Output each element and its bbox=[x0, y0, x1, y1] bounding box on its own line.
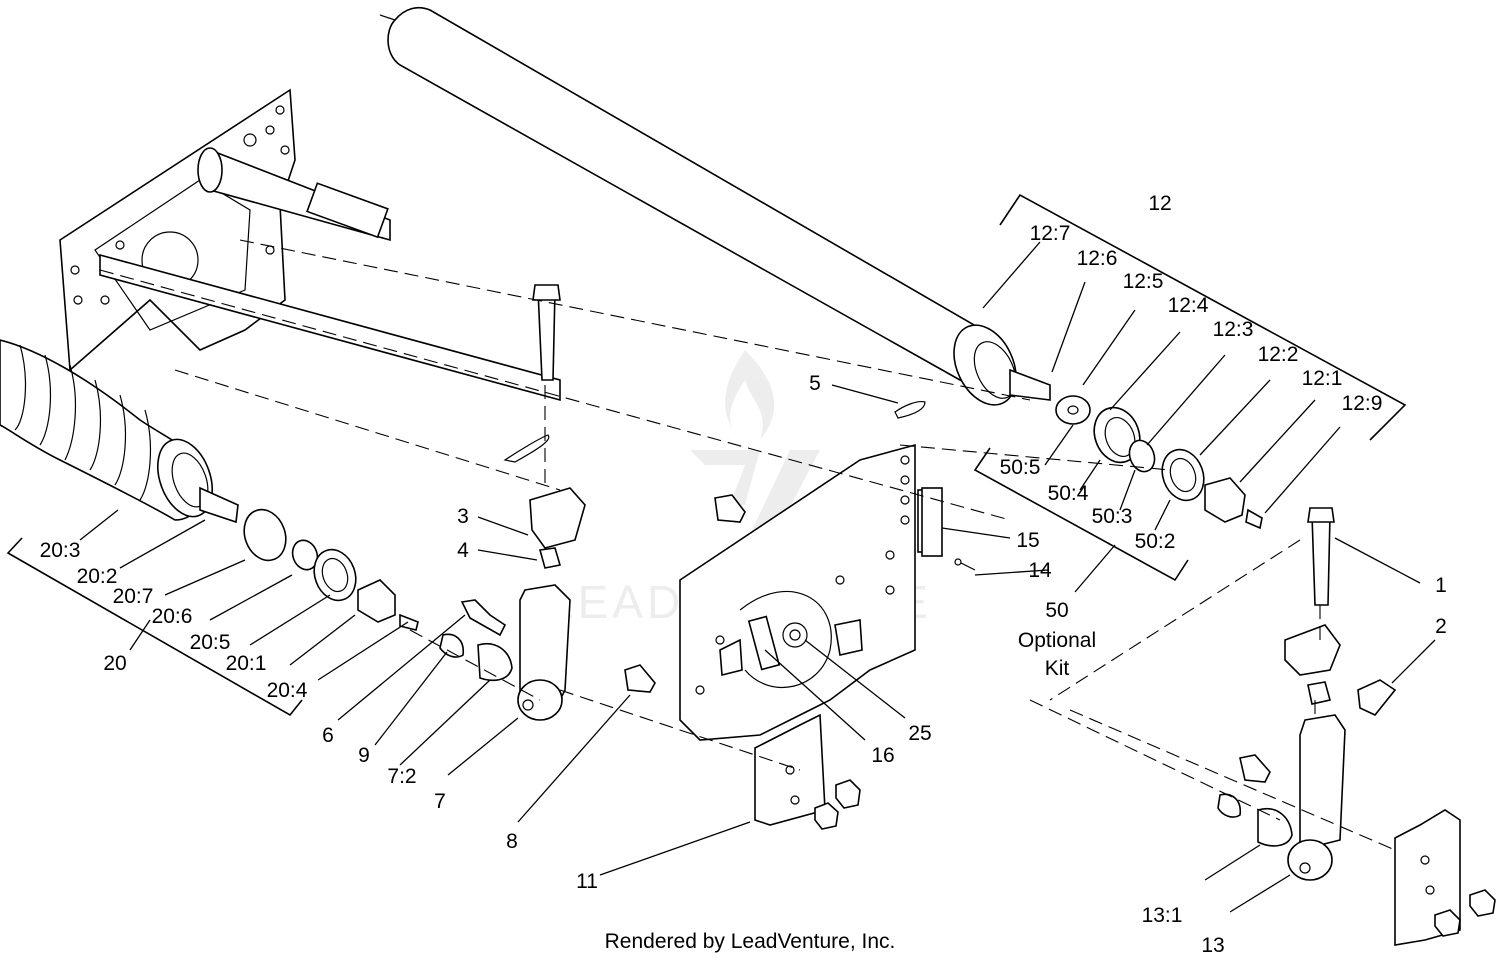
kit-12-bracket bbox=[999, 193, 1407, 441]
bolt-8 bbox=[624, 664, 656, 693]
hair-pin-5 bbox=[503, 400, 926, 463]
label-50-2: 50:2 bbox=[1135, 530, 1176, 553]
label-20-6: 20:6 bbox=[152, 605, 193, 628]
label-4: 4 bbox=[457, 539, 469, 562]
grease-fitting-20-4 bbox=[399, 613, 419, 631]
label-9: 9 bbox=[358, 744, 370, 767]
block-3-right bbox=[1284, 624, 1341, 676]
block-3 bbox=[529, 487, 586, 549]
label-6: 6 bbox=[322, 724, 334, 747]
label-13: 13 bbox=[1201, 934, 1224, 957]
label-50-3: 50:3 bbox=[1092, 505, 1133, 528]
left-side-plate bbox=[59, 88, 296, 372]
nut-20-1 bbox=[357, 579, 396, 623]
bolt-6 bbox=[460, 599, 507, 637]
bushing-13-1 bbox=[1257, 808, 1293, 847]
seal-12-3 bbox=[1128, 439, 1156, 473]
label-2: 2 bbox=[1435, 615, 1447, 638]
knob-2 bbox=[1357, 679, 1397, 716]
bearing-cup-20-7 bbox=[243, 508, 287, 562]
label-20-2: 20:2 bbox=[77, 565, 118, 588]
label-12-1: 12:1 bbox=[1302, 367, 1343, 390]
label-11: 11 bbox=[576, 870, 598, 893]
assembly-lines bbox=[99, 239, 1396, 851]
lever-13 bbox=[1299, 714, 1346, 852]
label-50-optional: Optional bbox=[1018, 629, 1096, 652]
kit-50-bracket bbox=[973, 447, 1189, 582]
label-14: 14 bbox=[1028, 559, 1052, 582]
label-50: 50 bbox=[1045, 599, 1068, 622]
right-adjuster-assembly bbox=[1217, 507, 1496, 946]
grease-fitting-12-9 bbox=[1245, 508, 1263, 530]
lever-7 bbox=[519, 584, 571, 706]
nut-4 bbox=[538, 547, 562, 569]
seal-20-6 bbox=[291, 539, 319, 571]
center-side-plate bbox=[679, 443, 937, 830]
label-20-7: 20:7 bbox=[113, 585, 154, 608]
label-12-7: 12:7 bbox=[1030, 222, 1071, 245]
label-50-kit: Kit bbox=[1045, 657, 1070, 680]
label-12-4: 12:4 bbox=[1168, 294, 1209, 317]
nut-12-1 bbox=[1204, 477, 1246, 523]
label-5: 5 bbox=[809, 372, 821, 395]
bolt-1 bbox=[1311, 514, 1331, 606]
kit-20-bracket bbox=[6, 537, 303, 717]
label-13-1: 13:1 bbox=[1142, 904, 1183, 927]
decal-15 bbox=[921, 487, 976, 571]
label-8: 8 bbox=[506, 830, 518, 853]
label-15: 15 bbox=[1016, 529, 1039, 552]
label-20-5: 20:5 bbox=[190, 631, 231, 654]
bushing-7-2 bbox=[477, 643, 513, 682]
label-12-5: 12:5 bbox=[1123, 270, 1164, 293]
bearing-cup-12-4 bbox=[1093, 406, 1141, 464]
front-roller-assembly-12 bbox=[379, 6, 1263, 530]
label-12-3: 12:3 bbox=[1213, 318, 1254, 341]
leader-lines bbox=[79, 241, 1436, 913]
label-20-4: 20:4 bbox=[267, 679, 308, 702]
rendered-by-footer: Rendered by LeadVenture, Inc. bbox=[604, 930, 896, 953]
label-7: 7 bbox=[434, 790, 446, 813]
label-12: 12 bbox=[1148, 192, 1171, 215]
bushing-9 bbox=[439, 633, 465, 658]
label-25: 25 bbox=[908, 722, 931, 745]
label-20-1: 20:1 bbox=[226, 652, 267, 675]
rear-roller-assembly-20 bbox=[0, 339, 419, 631]
rear-roller-tube bbox=[99, 147, 561, 402]
label-16: 16 bbox=[871, 744, 894, 767]
label-12-9: 12:9 bbox=[1342, 392, 1383, 415]
label-50-5: 50:5 bbox=[1000, 456, 1041, 479]
label-7-2: 7:2 bbox=[387, 765, 416, 788]
label-1: 1 bbox=[1435, 574, 1447, 597]
label-20-3: 20:3 bbox=[40, 539, 81, 562]
label-12-2: 12:2 bbox=[1258, 343, 1299, 366]
label-12-6: 12:6 bbox=[1077, 247, 1118, 270]
label-50-4: 50:4 bbox=[1048, 482, 1089, 505]
part-labels: 12 12:7 12:6 12:5 12:4 12:3 12:2 12:1 12… bbox=[40, 192, 1447, 957]
label-20: 20 bbox=[103, 652, 126, 675]
label-3: 3 bbox=[457, 505, 469, 528]
